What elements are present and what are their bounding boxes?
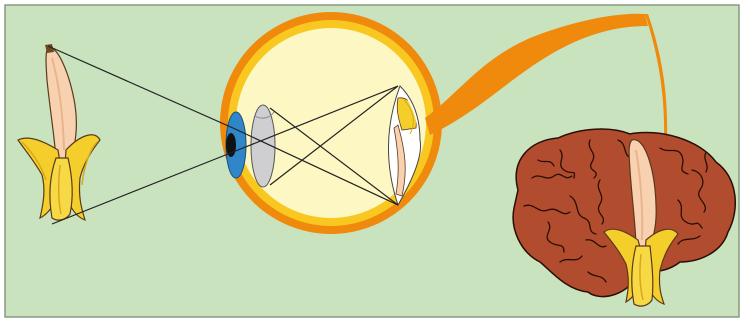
diagram-canvas	[0, 0, 744, 322]
vision-diagram	[0, 0, 744, 322]
